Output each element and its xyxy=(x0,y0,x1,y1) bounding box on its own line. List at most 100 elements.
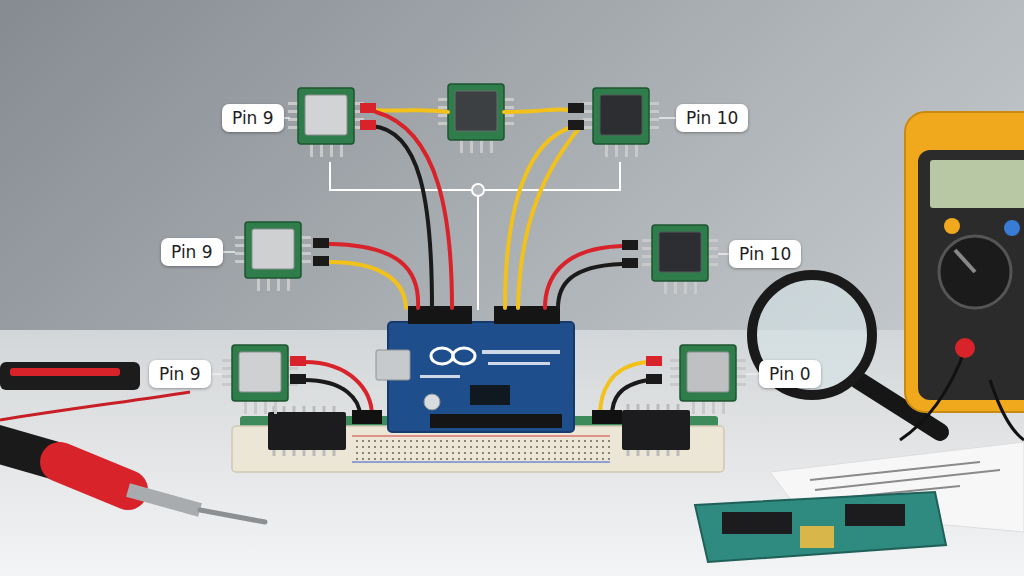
multimeter-dial xyxy=(939,236,1011,308)
board-chip xyxy=(470,385,510,405)
red-wire xyxy=(304,362,372,416)
bracket-node xyxy=(472,184,484,196)
module xyxy=(222,345,298,414)
pin-label: Pin 9 xyxy=(222,104,284,132)
module xyxy=(642,225,718,294)
iron-handle xyxy=(60,462,128,490)
iron-tip xyxy=(200,510,265,522)
pin-label: Pin 10 xyxy=(729,240,801,268)
red-wire xyxy=(545,246,622,308)
module xyxy=(670,345,746,414)
wire-connector xyxy=(592,410,622,424)
module-chip xyxy=(659,232,701,272)
multimeter-button xyxy=(1004,220,1020,236)
ic-pins xyxy=(274,406,334,412)
red-cable xyxy=(0,392,190,420)
wire-connector xyxy=(352,410,382,424)
wire-connector xyxy=(646,356,662,366)
yellow-wire xyxy=(372,110,448,112)
wire-group xyxy=(304,109,648,416)
pin-label: Pin 0 xyxy=(759,360,821,388)
module-chip xyxy=(239,352,281,392)
ic-chip xyxy=(622,410,690,450)
header-strip xyxy=(430,414,562,428)
wire-connector xyxy=(360,103,376,113)
leader-line xyxy=(211,373,222,375)
module-chip xyxy=(305,95,347,135)
ic-pins xyxy=(628,450,678,456)
wire-connector xyxy=(313,238,329,248)
probe-cable xyxy=(990,380,1024,440)
yellow-wire xyxy=(504,109,572,112)
probe-jack xyxy=(955,338,975,358)
module-chip xyxy=(600,95,642,135)
microcontroller-board xyxy=(388,322,574,432)
pin-label-text: Pin 10 xyxy=(739,243,791,265)
pin-label: Pin 9 xyxy=(161,238,223,266)
spare-chip xyxy=(722,512,792,534)
module-chip xyxy=(252,229,294,269)
cable-plug xyxy=(0,362,140,390)
red-wire xyxy=(329,244,418,308)
ic-chip xyxy=(268,412,346,450)
leader-line xyxy=(284,117,290,119)
pin-label-text: Pin 0 xyxy=(769,363,811,385)
board-print xyxy=(420,375,460,378)
wire-connector xyxy=(622,240,638,250)
leader-line xyxy=(659,117,676,119)
pin-label-text: Pin 9 xyxy=(232,107,274,129)
breadboard-holes xyxy=(352,438,610,460)
bracket-stem xyxy=(477,190,479,310)
probe-cable xyxy=(900,350,965,440)
wire-connector xyxy=(360,120,376,130)
rail-line xyxy=(352,462,610,463)
pin-label-text: Pin 9 xyxy=(159,363,201,385)
wire-connector xyxy=(290,374,306,384)
rail-line xyxy=(352,436,610,437)
wire-connector xyxy=(568,120,584,130)
iron-shaft xyxy=(128,490,200,510)
black-wire xyxy=(304,380,360,416)
multimeter-display xyxy=(930,160,1024,208)
multimeter-button xyxy=(944,218,960,234)
module xyxy=(235,222,311,291)
wire-connector xyxy=(313,256,329,266)
wire-connector xyxy=(568,103,584,113)
pin-label-text: Pin 9 xyxy=(171,241,213,263)
wire-connector xyxy=(622,258,638,268)
reset-button xyxy=(424,394,440,410)
yellow-wire xyxy=(329,262,406,308)
dial-pointer xyxy=(955,250,975,272)
wire-connector xyxy=(646,374,662,384)
wire-connector xyxy=(290,356,306,366)
ic-pins xyxy=(274,450,334,456)
pin-label: Pin 10 xyxy=(676,104,748,132)
leader-line xyxy=(746,373,760,375)
multimeter-body xyxy=(905,112,1024,412)
board-logo xyxy=(453,348,475,364)
black-wire xyxy=(558,264,622,308)
module xyxy=(583,88,659,157)
ic-pins xyxy=(628,404,678,410)
board-print xyxy=(482,350,560,354)
leader-group xyxy=(211,118,760,374)
spare-pcb xyxy=(695,492,946,562)
pin-label: Pin 9 xyxy=(149,360,211,388)
usb-port xyxy=(376,350,410,380)
module xyxy=(288,88,364,157)
module-chip xyxy=(687,352,729,392)
module xyxy=(438,84,514,153)
board-print xyxy=(488,362,550,365)
spare-chip xyxy=(845,504,905,526)
multimeter-face xyxy=(918,150,1024,400)
board-logo xyxy=(431,348,453,364)
cable-stripe xyxy=(10,368,120,376)
yellow-wire xyxy=(600,362,648,416)
spare-chip xyxy=(800,526,834,548)
magnifier-lens xyxy=(752,275,872,395)
